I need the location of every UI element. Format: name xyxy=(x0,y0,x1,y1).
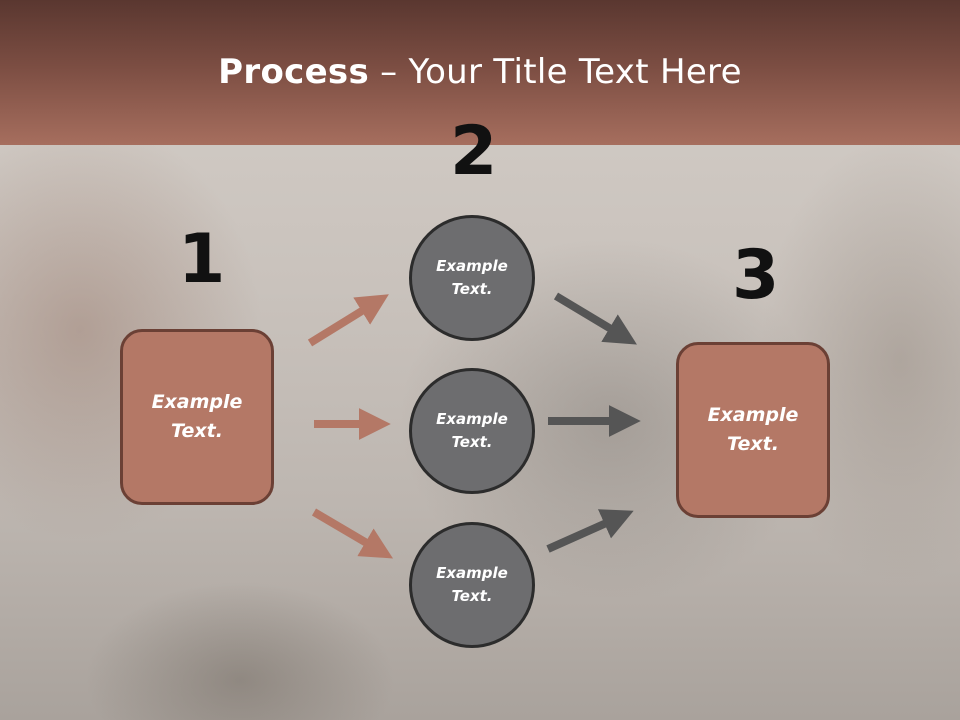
arrow-top-to-right xyxy=(553,292,637,345)
title-rest: – Your Title Text Here xyxy=(369,52,742,92)
bottom-circle: Example Text. xyxy=(409,522,535,648)
step-number-1: 1 xyxy=(178,220,226,299)
bottom-circle-line1: Example xyxy=(436,564,508,582)
right-box-line2: Text. xyxy=(727,433,779,455)
title-bar xyxy=(0,0,960,145)
top-circle-line1: Example xyxy=(436,257,508,275)
right-step-box: Example Text. xyxy=(676,342,830,518)
top-circle: Example Text. xyxy=(409,215,535,341)
middle-circle-line2: Text. xyxy=(451,433,493,451)
middle-circle: Example Text. xyxy=(409,368,535,494)
top-circle-line2: Text. xyxy=(451,280,493,298)
left-box-line1: Example xyxy=(151,391,243,413)
arrow-left-to-top xyxy=(307,294,389,347)
step-number-3: 3 xyxy=(732,236,780,315)
left-step-box: Example Text. xyxy=(120,329,274,505)
step-number-2: 2 xyxy=(450,112,498,191)
left-box-line2: Text. xyxy=(171,420,223,442)
arrow-bottom-to-right xyxy=(546,509,634,553)
right-box-line1: Example xyxy=(707,404,799,426)
title-bold: Process xyxy=(218,52,370,92)
slide-title: Process – Your Title Text Here xyxy=(0,52,960,92)
middle-circle-line1: Example xyxy=(436,410,508,428)
arrow-left-to-bottom xyxy=(311,508,394,559)
bottom-circle-line2: Text. xyxy=(451,587,493,605)
